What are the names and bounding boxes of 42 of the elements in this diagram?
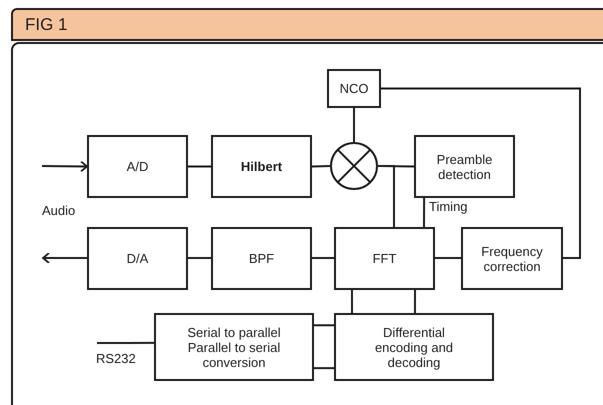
converter-box <box>87 135 188 198</box>
process-box <box>154 313 314 381</box>
process-box <box>334 313 494 381</box>
connector-line <box>435 257 461 259</box>
process-box <box>334 227 435 290</box>
converter-box <box>87 227 188 290</box>
box-label: A/D <box>126 159 148 174</box>
connector-line <box>314 324 334 326</box>
signal-label: Audio <box>42 203 76 218</box>
box-label: NCO <box>340 81 368 96</box>
box-label: Differential encoding and decoding <box>374 324 454 370</box>
figure-title: FIG 1 <box>25 14 68 36</box>
mixer-symbol <box>330 142 378 190</box>
box-label: D/A <box>126 251 148 266</box>
detector-box <box>414 135 515 198</box>
oscillator-box <box>327 69 381 108</box>
connector-line <box>312 165 330 168</box>
box-label: Preamble detection <box>436 152 493 182</box>
arrow <box>42 160 88 172</box>
box-label: Parallel to serial conversion <box>186 340 282 370</box>
connector-line <box>188 166 211 168</box>
edge-label: RS232 <box>95 351 137 366</box>
filter-box <box>211 227 312 290</box>
box-label: BPF <box>248 251 274 266</box>
connector-line <box>312 257 334 259</box>
edge-label: Timing <box>428 199 469 214</box>
process-box <box>461 227 563 290</box>
connector-line <box>378 165 395 227</box>
connector-line <box>314 367 334 370</box>
arrow <box>42 252 87 264</box>
filter-box <box>211 135 312 198</box>
box-label: Hilbert <box>240 159 282 174</box>
box-label: Frequency correction <box>481 244 543 274</box>
connector-line <box>350 290 353 313</box>
connector-line <box>353 108 355 142</box>
connector-line <box>97 342 154 344</box>
connector-line <box>381 88 581 259</box>
connector-line <box>188 257 211 259</box>
box-label: Serial to parallel <box>187 324 281 340</box>
box-label: FFT <box>372 251 396 266</box>
connector-line <box>423 198 426 227</box>
connector-line <box>414 290 416 313</box>
